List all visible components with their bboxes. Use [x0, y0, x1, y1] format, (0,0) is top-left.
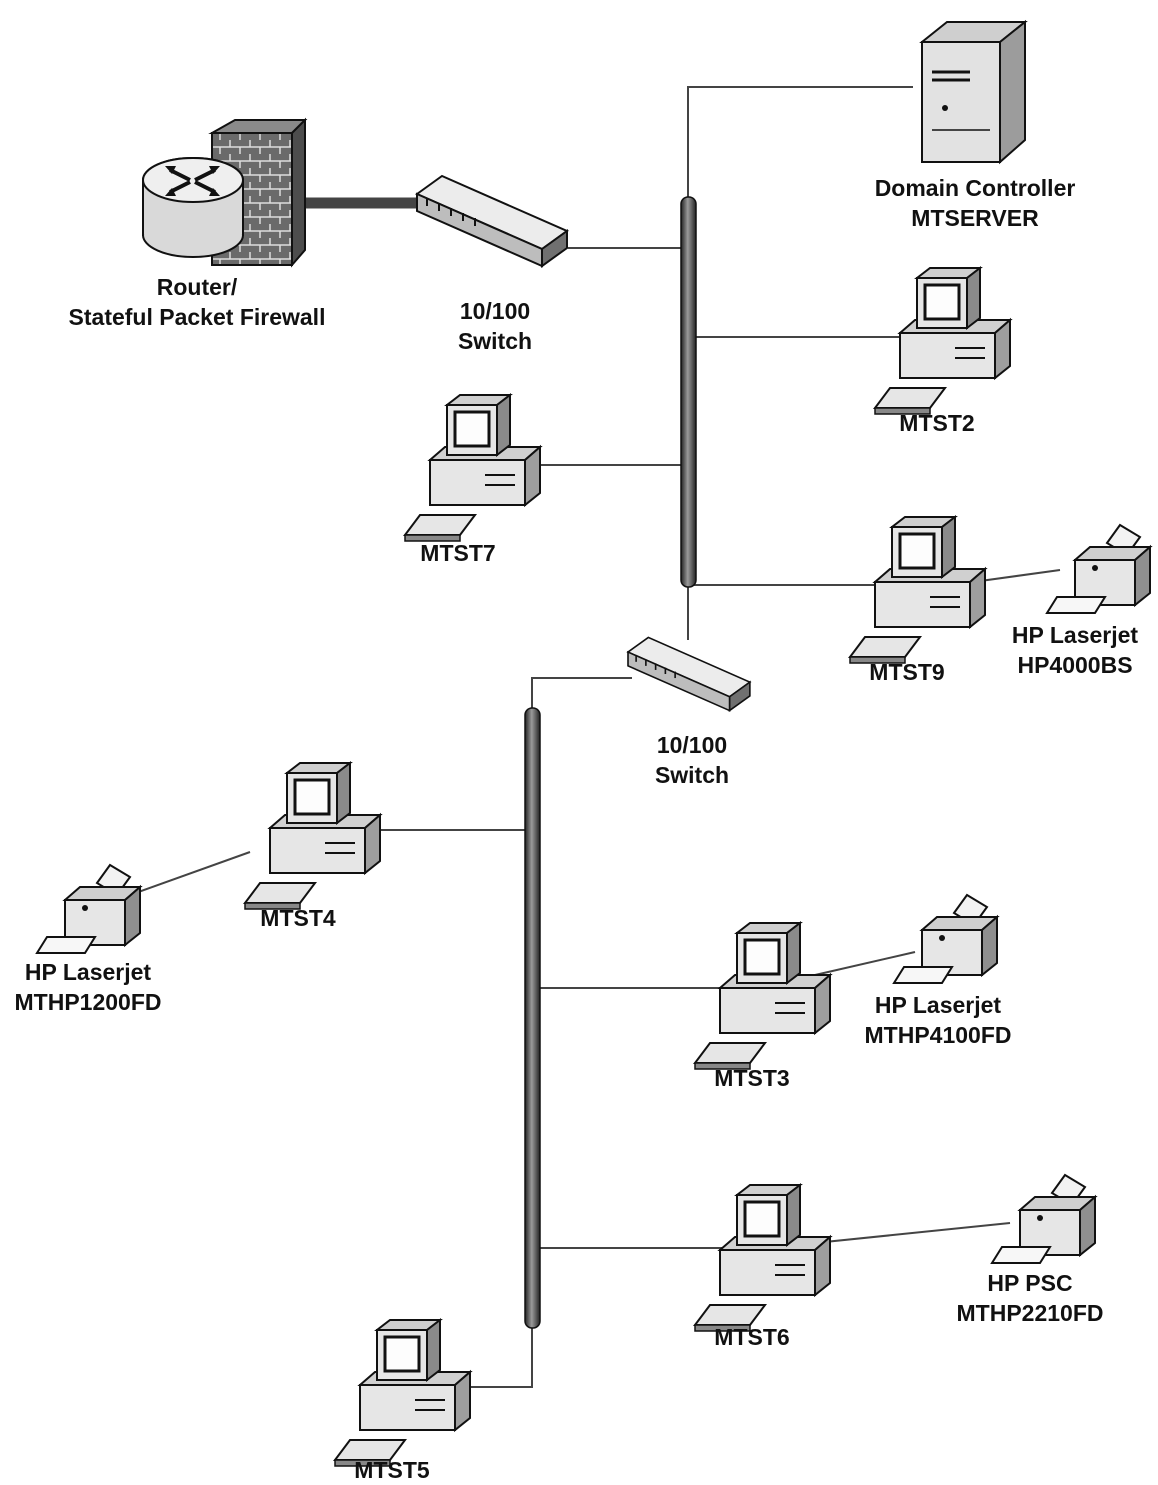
switch-bottom-icon [627, 636, 751, 712]
mtst3-label: MTST3 [714, 1065, 790, 1091]
server-label: Domain Controller MTSERVER [874, 175, 1076, 231]
mtst4-label: MTST4 [260, 905, 336, 931]
mtst9-printer-cable [972, 569, 1061, 583]
cabling [129, 86, 1061, 1388]
switch-bottom-to-bus-cable [531, 677, 632, 712]
switch-bottom-label: 10/100 Switch [654, 732, 730, 788]
printer-mthp4100fd-icon [893, 894, 998, 984]
mtst5-workstation-icon [333, 1318, 472, 1468]
mtst5-cable [452, 1325, 533, 1388]
switch-top-label: 10/100 Switch [457, 298, 533, 354]
mtst2-label: MTST2 [899, 410, 975, 436]
mtst5-label: MTST5 [354, 1457, 430, 1483]
mtst3-workstation-icon [693, 921, 832, 1071]
mtst3-printer-cable [814, 951, 916, 976]
mtst9-workstation-icon [848, 515, 987, 665]
printer-mthp4100fd-label: HP Laserjet MTHP4100FD [864, 992, 1012, 1048]
mtst4-printer-cable [129, 851, 251, 896]
printer-hp4000bs-icon [1046, 524, 1151, 614]
switch-top-icon [416, 175, 568, 267]
backbone-bus-top [680, 196, 697, 588]
mtst7-label: MTST7 [420, 540, 496, 566]
printer-mthp2210fd-icon [991, 1174, 1096, 1264]
mtst2-workstation-icon [873, 266, 1012, 416]
server-cable [687, 86, 913, 200]
printer-mthp1200fd-label: HP Laserjet MTHP1200FD [14, 959, 162, 1015]
mtst9-label: MTST9 [869, 659, 945, 685]
mtst7-workstation-icon [403, 393, 542, 543]
router-firewall-label: Router/ Stateful Packet Firewall [68, 274, 326, 330]
mtst6-label: MTST6 [714, 1324, 790, 1350]
printer-hp4000bs-label: HP Laserjet HP4000BS [1011, 622, 1139, 678]
printer-mthp1200fd-icon [36, 864, 141, 954]
mtst6-printer-cable [814, 1222, 1011, 1244]
server-tower-icon [919, 19, 1028, 165]
mtst4-workstation-icon [243, 761, 382, 911]
router-firewall-icon [142, 117, 308, 268]
backbone-bus-bottom [524, 707, 541, 1329]
mtst6-workstation-icon [693, 1183, 832, 1333]
printer-mthp2210fd-label: HP PSC MTHP2210FD [956, 1270, 1104, 1326]
